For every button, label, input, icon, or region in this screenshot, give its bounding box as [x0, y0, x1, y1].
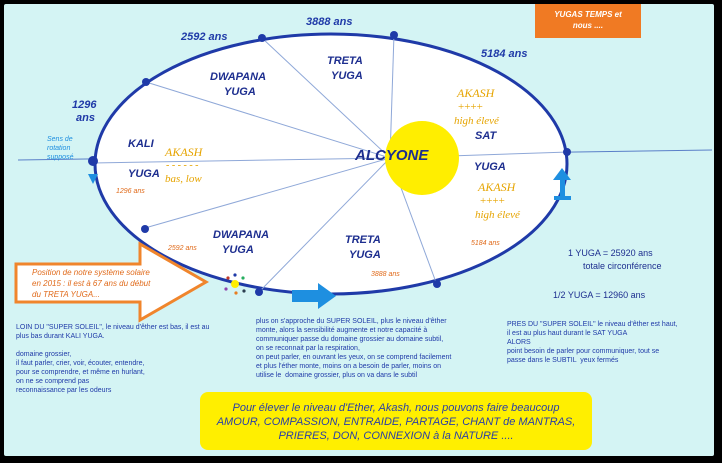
label-left-years-number: 1296 [72, 99, 97, 111]
label-left-years-unit: ans [76, 112, 95, 124]
akash-right-bottom-title: AKASH [477, 180, 517, 194]
node-marker [255, 288, 263, 296]
akash-right-top-title: AKASH [456, 86, 496, 100]
rotation-pointer-left [88, 174, 98, 184]
akash-right-top-plus: ++++ [458, 101, 483, 113]
rotation-label-1: Sens de [47, 136, 73, 143]
yuga-treta-top-1: TRETA [327, 55, 363, 67]
node-marker [141, 225, 149, 233]
yuga-dwapana-top-2: YUGA [224, 86, 256, 98]
position-note-3: du TRETA YUGA... [32, 290, 100, 299]
title-box-line1: YUGAS TEMPS et [554, 10, 622, 19]
note-kali-far: LOIN DU "SUPER SOLEIL", le niveau d'êthe… [16, 324, 210, 394]
note-sat-near: PRES DU "SUPER SOLEIL" le niveau d'êther… [507, 321, 678, 364]
title-box-line2: nous .... [572, 21, 604, 30]
small-years-dwapana: 2592 ans [167, 245, 197, 252]
yuga-kali-2: YUGA [128, 168, 160, 180]
yuga-treta-top-2: YUGA [331, 70, 363, 82]
yuga-info-line2: totale circonférence [583, 261, 662, 271]
akash-left-dashes: - - - - - - [166, 160, 198, 171]
akash-left-sub: bas, low [165, 173, 202, 185]
footer-line3: PRIERES, DON, CONNEXION à la NATURE .... [278, 430, 514, 442]
akash-right-bottom-sub: high élevé [475, 209, 521, 221]
label-top-years: 3888 ans [306, 16, 352, 28]
yuga-kali-1: KALI [128, 138, 155, 150]
footer-line1: Pour élever le niveau d'Ether, Akash, no… [232, 402, 560, 414]
footer-line2: AMOUR, COMPASSION, ENTRAIDE, PARTAGE, CH… [216, 416, 576, 428]
akash-right-top-sub: high élevé [454, 115, 500, 127]
center-label-alcyone: ALCYONE [354, 147, 429, 164]
solar-position-marker [224, 273, 246, 295]
rotation-arrow-bottom [292, 283, 336, 309]
yuga-info-line3: 1/2 YUGA = 12960 ans [553, 290, 646, 300]
node-marker [433, 280, 441, 288]
label-top-left-years: 2592 ans [180, 31, 227, 43]
footer-callout: Pour élever le niveau d'Ether, Akash, no… [200, 392, 592, 450]
yuga-treta-bottom-2: YUGA [349, 249, 381, 261]
note-approach: plus on s'approche du SUPER SOLEIL, plus… [256, 318, 452, 379]
position-note-1: Position de notre système solaire [32, 268, 150, 277]
small-years-sat: 5184 ans [471, 240, 500, 247]
rotation-arrow-right [553, 168, 571, 200]
position-arrow [14, 241, 210, 323]
node-marker [142, 78, 150, 86]
alcyone-sun [385, 121, 459, 195]
yuga-sat: SAT [475, 130, 497, 142]
position-note-2: en 2015 : il est à 67 ans du début [32, 279, 151, 288]
radial-spokes [92, 33, 570, 293]
yuga-dwapana-top-1: DWAPANA [210, 71, 266, 83]
yuga-sat-yuga: YUGA [474, 161, 506, 173]
rotation-label-3: supposé [47, 154, 74, 161]
ellipse-nodes [88, 31, 571, 296]
yuga-info-line1: 1 YUGA = 25920 ans [568, 248, 653, 258]
akash-right-bottom-plus: ++++ [480, 195, 505, 207]
akash-left-title: AKASH [164, 145, 204, 159]
node-marker [390, 31, 398, 39]
title-box: YUGAS TEMPS et nous .... [535, 4, 641, 38]
yuga-dwapana-bottom-2: YUGA [222, 244, 254, 256]
yuga-treta-bottom-1: TRETA [345, 234, 381, 246]
node-marker [563, 148, 571, 156]
label-top-right-years: 5184 ans [481, 48, 527, 60]
node-marker [258, 34, 266, 42]
small-years-treta: 3888 ans [371, 271, 400, 278]
small-years-kali: 1296 ans [116, 188, 145, 195]
node-marker [88, 156, 98, 166]
rotation-label-2: rotation [47, 145, 70, 152]
yuga-dwapana-bottom-1: DWAPANA [213, 229, 269, 241]
